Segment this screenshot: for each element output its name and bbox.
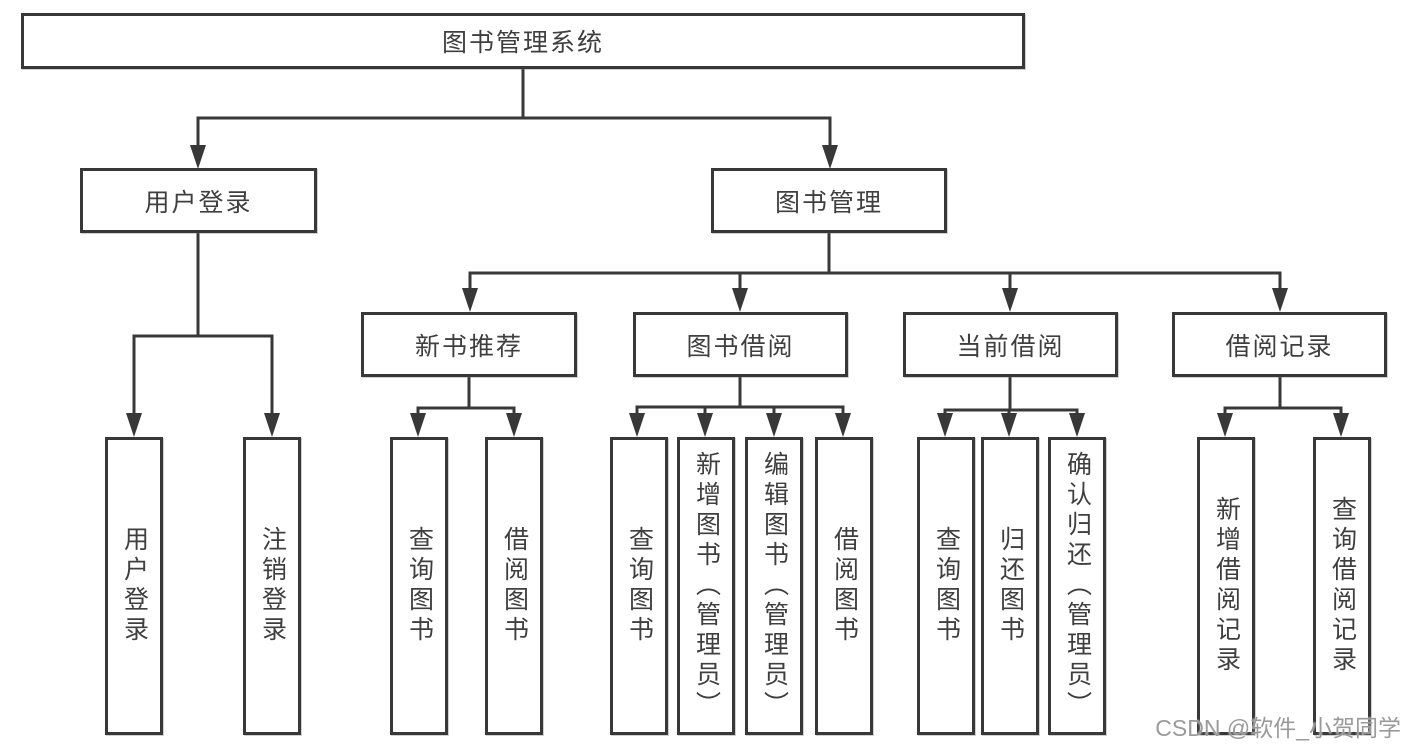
leaf-confirm-return-admin: 确认归还（管理员）	[1048, 437, 1106, 735]
leaf-label: 借阅图书	[500, 526, 529, 646]
leaf-label: 查询图书	[932, 526, 961, 646]
node-book-borrowing: 图书借阅	[633, 312, 848, 377]
leaf-label: 查询图书	[625, 526, 654, 646]
leaf-borrow-books: 借阅图书	[815, 437, 873, 735]
leaf-label: 确认归还（管理员）	[1063, 451, 1092, 721]
leaf-label: 新增借阅记录	[1212, 496, 1241, 676]
leaf-edit-books-admin: 编辑图书（管理员）	[745, 437, 803, 735]
leaf-query-books-borrow: 查询图书	[610, 437, 668, 735]
leaf-label: 新增图书（管理员）	[692, 451, 721, 721]
leaf-add-books-admin: 新增图书（管理员）	[677, 437, 735, 735]
leaf-logout: 注销登录	[243, 437, 301, 735]
leaf-query-books-current: 查询图书	[917, 437, 975, 735]
leaf-label: 借阅图书	[830, 526, 859, 646]
node-root-system: 图书管理系统	[21, 13, 1025, 69]
leaf-label: 用户登录	[120, 526, 149, 646]
leaf-label: 查询图书	[405, 526, 434, 646]
connector-line	[132, 66, 1343, 415]
leaf-label: 编辑图书（管理员）	[760, 451, 789, 721]
leaf-label: 注销登录	[258, 526, 287, 646]
leaf-label: 查询借阅记录	[1328, 496, 1357, 676]
node-new-book-recommend: 新书推荐	[361, 312, 577, 377]
leaf-user-login: 用户登录	[105, 437, 163, 735]
leaf-label: 归还图书	[996, 526, 1025, 646]
leaf-borrow-books-recommend: 借阅图书	[485, 437, 543, 735]
leaf-query-borrow-record: 查询借阅记录	[1313, 437, 1371, 735]
node-borrowing-records: 借阅记录	[1172, 312, 1387, 377]
node-user-login: 用户登录	[80, 168, 317, 233]
csdn-watermark: CSDN @软件_小贺同学	[1155, 715, 1401, 741]
leaf-return-books: 归还图书	[981, 437, 1039, 735]
leaf-query-books-recommend: 查询图书	[390, 437, 448, 735]
connector-arrowhead	[126, 145, 1349, 437]
node-current-borrowing: 当前借阅	[903, 312, 1118, 377]
node-book-management: 图书管理	[711, 168, 947, 233]
leaf-add-borrow-record: 新增借阅记录	[1197, 437, 1255, 735]
